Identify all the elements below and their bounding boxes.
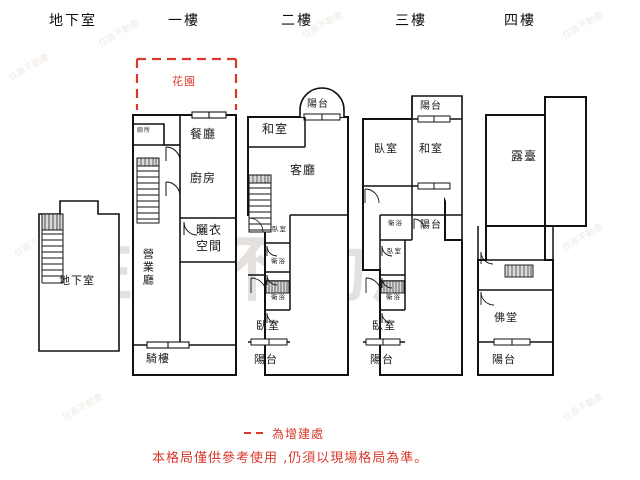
floor2-balcony-window — [303, 113, 341, 121]
floor3-stair-mid — [380, 280, 405, 294]
floor1-inner-walls — [133, 115, 236, 346]
basement-stair — [41, 213, 64, 284]
room-label-f3-tatami: 和室 — [419, 142, 443, 155]
header-floor1: 一樓 — [168, 13, 200, 29]
room-label-f2-balcony-bottom: 陽台 — [254, 353, 278, 366]
room-label-f2-bedroom-lower: 臥室 — [256, 319, 280, 332]
floor4-terrace-shape — [485, 96, 587, 227]
room-label-f2-bedroom-upper: 臥室 — [272, 225, 287, 233]
floor4-outline — [477, 96, 587, 376]
room-label-laundry-2: 空間 — [196, 239, 223, 253]
room-label-f3-bath-lower: 衛浴 — [386, 293, 401, 301]
room-label-f3-bedroom-top: 臥室 — [374, 142, 398, 155]
room-label-f3-balcony-bottom: 陽台 — [370, 353, 394, 366]
room-label-basement: 地下室 — [59, 274, 95, 287]
room-label-f3-balcony-top: 陽台 — [420, 101, 442, 112]
room-label-f4-shrine: 佛堂 — [494, 311, 518, 324]
room-label-dining: 餐廳 — [190, 127, 217, 141]
room-label-f4-balcony-bottom: 陽台 — [492, 353, 516, 366]
room-label-laundry-1: 曬衣 — [196, 223, 223, 237]
room-label-shop-hall: 營業廳 — [141, 248, 155, 287]
room-label-f2-living: 客廳 — [290, 163, 317, 177]
room-label-f3-bedroom-upper: 臥室 — [387, 247, 402, 255]
floor1-window-arcade — [146, 341, 190, 349]
floor2-stair-mid — [265, 280, 290, 294]
floor3-balcony-top-window — [417, 115, 451, 123]
floor3-doors — [364, 188, 425, 324]
floor3-balcony-mid-window — [417, 182, 451, 190]
room-label-f3-bath-top: 衛浴 — [388, 219, 403, 227]
room-label-arcade: 騎樓 — [146, 352, 170, 365]
floor4-doors — [480, 251, 495, 306]
header-floor2: 二樓 — [281, 13, 313, 29]
room-label-kitchen: 廚房 — [190, 171, 217, 185]
header-floor4: 四樓 — [504, 13, 536, 29]
room-label-f2-bath-upper: 衛浴 — [271, 257, 286, 265]
room-label-toilet: 廁所 — [137, 127, 152, 134]
floor1-doors — [165, 146, 198, 236]
floor2-balcony-bottom-window — [250, 338, 288, 346]
header-floor3: 三樓 — [395, 13, 427, 29]
floor1-stair — [136, 157, 160, 224]
floor4-balcony-window — [493, 338, 531, 346]
room-label-f3-balcony-mid: 陽台 — [420, 220, 442, 231]
header-basement: 地下室 — [49, 13, 97, 29]
garden-outline — [135, 57, 238, 110]
floor4-stair — [504, 264, 534, 278]
room-label-f2-bath-lower: 衛浴 — [271, 293, 286, 301]
floor2-balcony-top — [299, 87, 345, 117]
disclaimer-note: 本格局僅供參考使用 ,仍須以現場格局為準。 — [152, 451, 429, 466]
floor4-inner-walls — [477, 226, 554, 375]
room-label-f2-tatami: 和室 — [262, 122, 289, 136]
room-label-f3-bedroom-lower: 臥室 — [372, 319, 396, 332]
room-label-f2-balcony-top: 陽台 — [307, 99, 329, 110]
legend-note: 為增建處 — [272, 427, 325, 441]
floor2-outline — [247, 116, 349, 376]
floor1-window-top — [191, 111, 227, 119]
floor3-balcony-bottom-window — [365, 338, 401, 346]
floor2-doors — [248, 217, 278, 324]
room-label-garden: 花園 — [172, 75, 196, 88]
room-label-f4-terrace: 露臺 — [511, 149, 538, 163]
